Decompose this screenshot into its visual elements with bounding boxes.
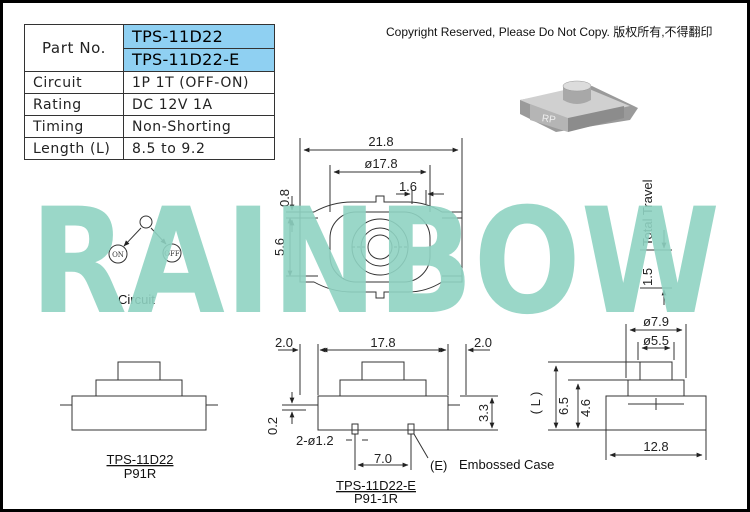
dim-0-2: 0.2 <box>265 417 280 435</box>
copyright-notice: Copyright Reserved, Please Do Not Copy. … <box>386 25 713 39</box>
emboss-label: (E) <box>430 458 447 473</box>
part-number-1: TPS-11D22 <box>123 24 275 49</box>
dim-length-l: ( L ) <box>528 392 543 415</box>
row-value: 8.5 to 9.2 <box>123 137 275 160</box>
row-value: DC 12V 1A <box>123 93 275 116</box>
dim-diameter-5-5: ø5.5 <box>643 333 669 348</box>
total-travel-value: 1.5 <box>640 268 655 286</box>
code-left: P91R <box>124 466 157 481</box>
render-logo: RP <box>541 113 557 126</box>
dim-1-6: 1.6 <box>399 179 417 194</box>
dim-5-6: 5.6 <box>272 238 287 256</box>
total-travel-label: Total Travel <box>640 179 655 246</box>
dim-diameter-7-9: ø7.9 <box>643 314 669 329</box>
model-middle: TPS-11D22-E <box>336 478 416 493</box>
circuit-off-label: OFF <box>164 250 180 258</box>
dim-4-6: 4.6 <box>578 399 593 417</box>
top-view <box>286 138 463 299</box>
watermark-rainbow: RAINBOW <box>30 177 720 347</box>
table-row: Rating DC 12V 1A <box>24 93 275 116</box>
dim-width-12-8: 12.8 <box>643 439 668 454</box>
dim-0-8: 0.8 <box>277 189 292 207</box>
dim-6-5: 6.5 <box>556 397 571 415</box>
table-row: Length (L) 8.5 to 9.2 <box>24 137 275 160</box>
spec-table: Part No. TPS-11D22 TPS-11D22-E Circuit 1… <box>24 24 275 160</box>
code-middle: P91-1R <box>354 491 398 506</box>
total-travel-dim <box>640 230 672 305</box>
front-view-middle <box>278 344 498 470</box>
model-left: TPS-11D22 <box>107 452 174 467</box>
dim-pins: 2-ø1.2 <box>296 433 334 448</box>
row-label: Length (L) <box>24 137 124 160</box>
dim-gap-left: 2.0 <box>275 335 293 350</box>
row-value: 1P 1T (OFF-ON) <box>123 71 275 94</box>
circuit-symbol <box>108 215 182 264</box>
dim-width-17-8: 17.8 <box>370 335 395 350</box>
circuit-label: Circuit <box>118 292 155 307</box>
circuit-on-label: ON <box>112 251 124 259</box>
dim-diameter-17-8: ø17.8 <box>364 156 397 171</box>
dim-gap-right: 2.0 <box>474 335 492 350</box>
switch-render: RP <box>520 80 638 132</box>
row-label: Circuit <box>24 71 124 94</box>
emboss-text: Embossed Case <box>459 457 554 472</box>
dim-21-8: 21.8 <box>368 134 393 149</box>
dim-3-3: 3.3 <box>476 404 491 422</box>
row-label: Timing <box>24 115 124 138</box>
table-row: Circuit 1P 1T (OFF-ON) <box>24 71 275 94</box>
dim-pin-pitch: 7.0 <box>374 451 392 466</box>
front-view-left <box>60 361 218 431</box>
side-view <box>548 324 707 460</box>
